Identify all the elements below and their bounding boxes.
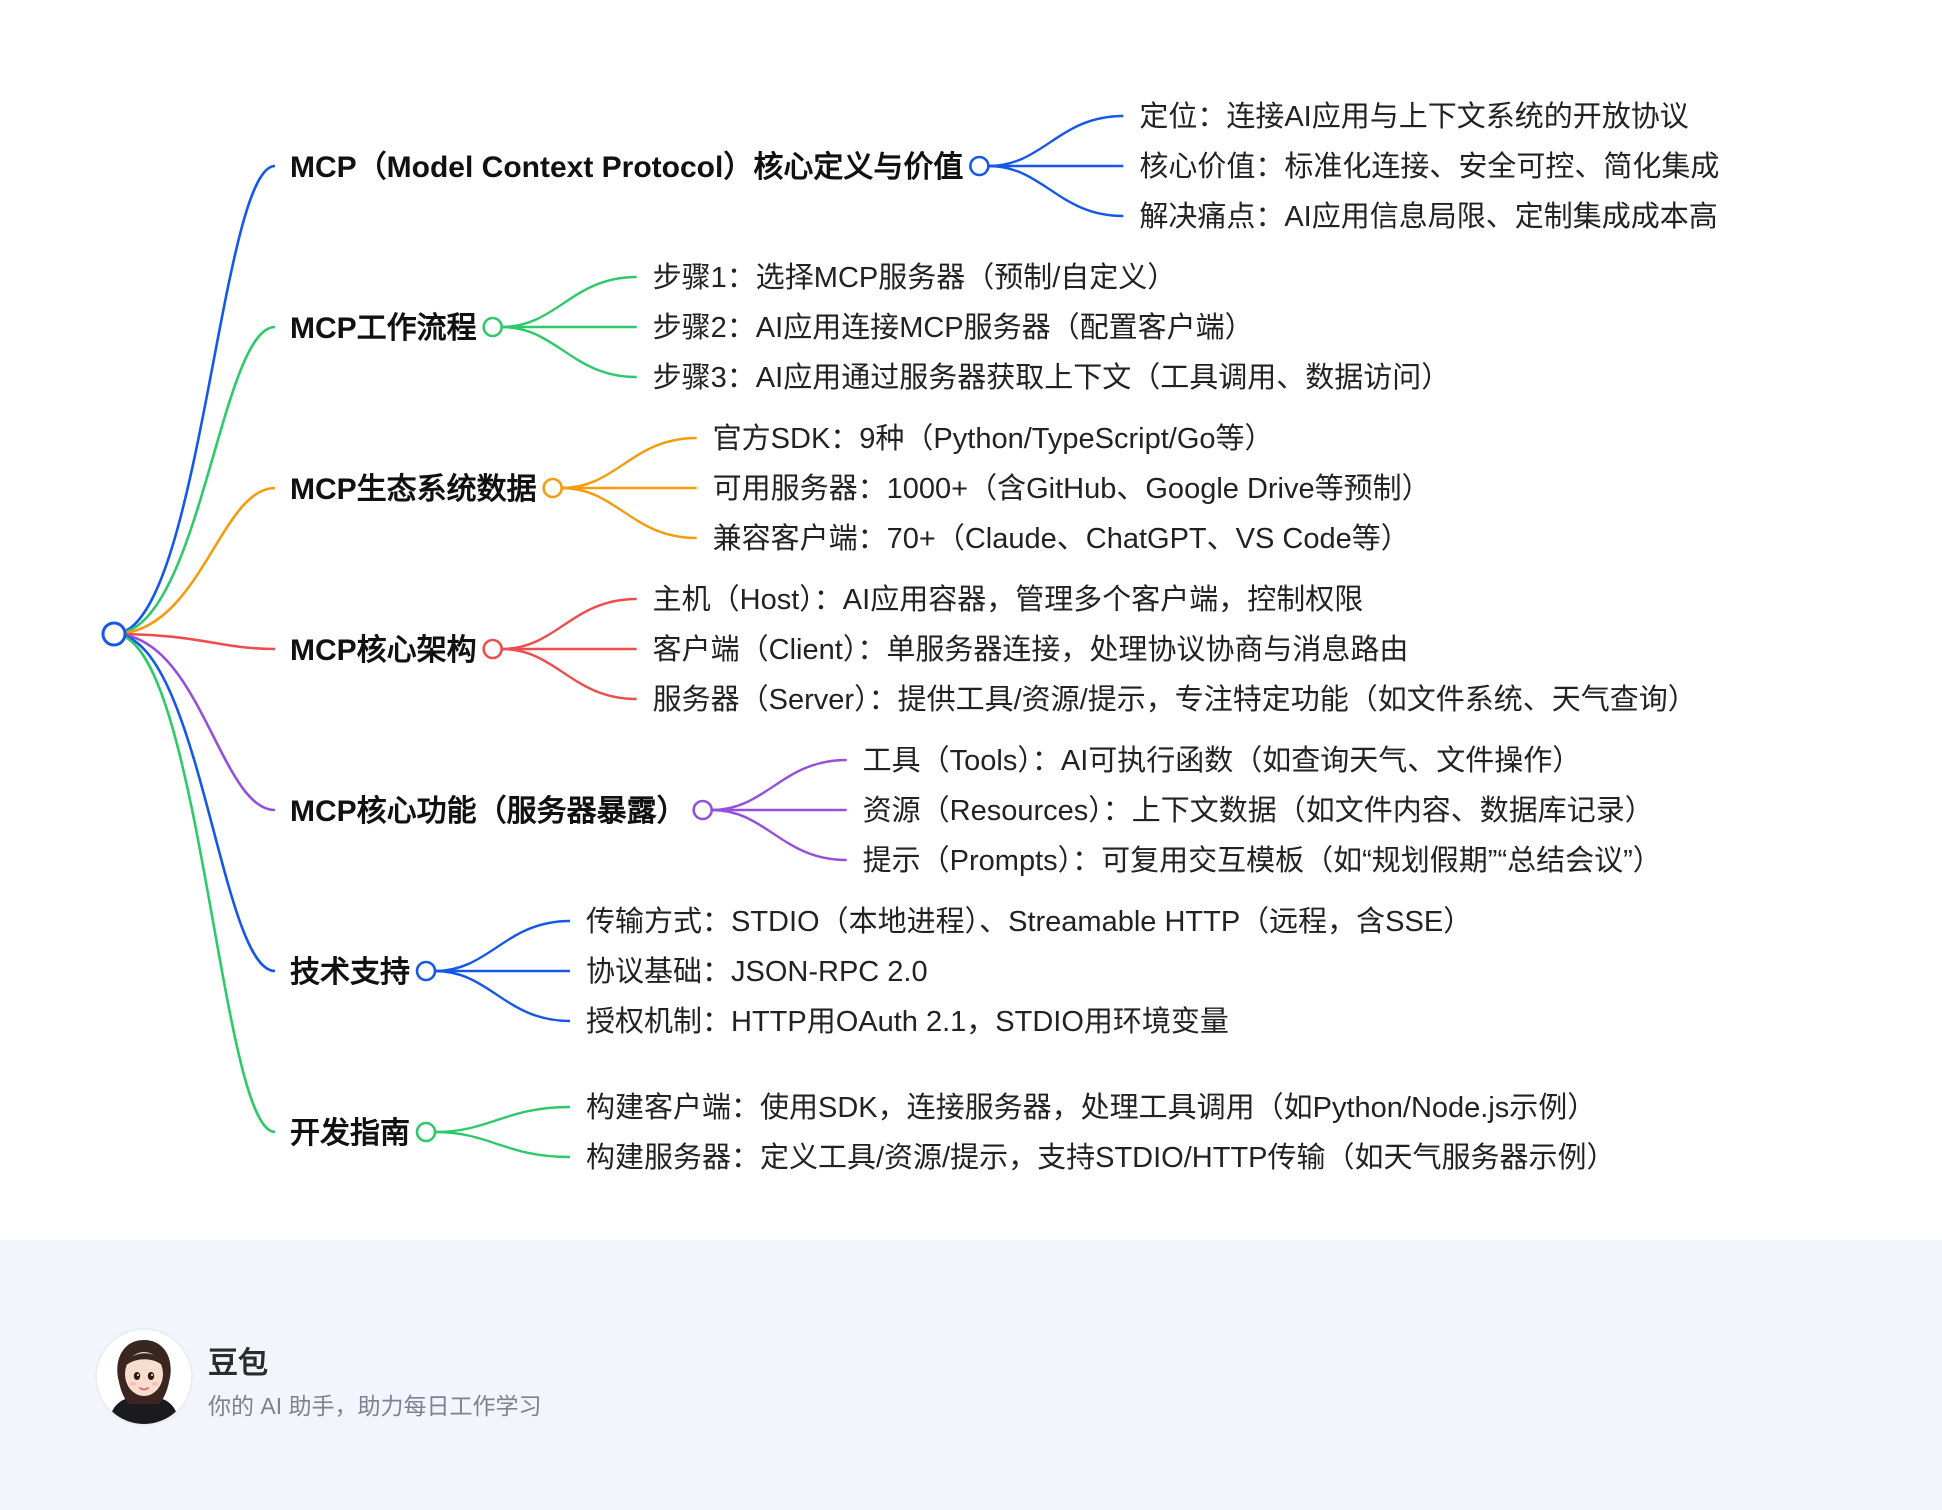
branch-edge [113, 164, 276, 636]
branch-node[interactable] [482, 316, 503, 338]
branch-edge [113, 486, 276, 636]
avatar-illustration [97, 1330, 191, 1424]
branch-node[interactable] [415, 1121, 437, 1143]
leaf-edge [988, 114, 1124, 168]
root-node[interactable] [101, 621, 127, 647]
leaf-label[interactable]: 工具（Tools）：AI可执行函数（如查询天气、文件操作） [863, 744, 1582, 777]
leaf-label[interactable]: 构建客户端：使用SDK，连接服务器，处理工具调用（如Python/Node.js… [586, 1091, 1596, 1124]
branch-node[interactable] [692, 799, 713, 821]
leaf-edge [434, 1130, 571, 1159]
leaf-edge [434, 969, 571, 1023]
leaf-label[interactable]: 核心价值：标准化连接、安全可控、简化集成 [1139, 150, 1719, 183]
brand-name: 豆包 [208, 1347, 268, 1380]
branch-edge [113, 632, 276, 812]
leaf-edge [561, 436, 697, 490]
leaf-label[interactable]: 步骤2：AI应用连接MCP服务器（配置客户端） [653, 311, 1254, 344]
avatar [97, 1330, 191, 1424]
mindmap-labels: MCP（Model Context Protocol）核心定义与价值 定位：连接A… [290, 100, 1719, 1174]
mindmap-nodes [415, 155, 990, 1143]
branch-node[interactable] [969, 155, 990, 177]
branch-label[interactable]: MCP核心功能（服务器暴露） [290, 794, 687, 828]
leaf-label[interactable]: 提示（Prompts）：可复用交互模板（如“规划假期”“总结会议”） [863, 844, 1662, 877]
leaf-edge [711, 758, 847, 812]
branch-label[interactable]: 技术支持 [290, 956, 410, 989]
branch-label[interactable]: 开发指南 [290, 1117, 410, 1150]
leaf-edge [501, 597, 637, 651]
leaf-edge [501, 325, 637, 379]
leaf-edge [711, 808, 847, 862]
leaf-edge [434, 1105, 571, 1134]
leaf-label[interactable]: 资源（Resources）：上下文数据（如文件内容、数据库记录） [863, 794, 1654, 827]
leaf-edge [501, 647, 637, 701]
brand-tagline: 你的 AI 助手，助力每日工作学习 [208, 1393, 542, 1419]
leaf-label[interactable]: 官方SDK：9种（Python/TypeScript/Go等） [713, 422, 1274, 455]
leaf-label[interactable]: 客户端（Client）：单服务器连接，处理协议协商与消息路由 [653, 633, 1409, 666]
branch-edge [113, 632, 276, 973]
leaf-label[interactable]: 服务器（Server）：提供工具/资源/提示，专注特定功能（如文件系统、天气查询… [653, 683, 1697, 716]
branch-edge [113, 325, 276, 636]
leaf-label[interactable]: 步骤3：AI应用通过服务器获取上下文（工具调用、数据访问） [653, 361, 1451, 394]
branch-label[interactable]: MCP生态系统数据 [290, 472, 537, 506]
branch-edge [113, 632, 276, 1134]
leaf-label[interactable]: 构建服务器：定义工具/资源/提示，支持STDIO/HTTP传输（如天气服务器示例… [586, 1141, 1616, 1174]
leaf-label[interactable]: 主机（Host）：AI应用容器，管理多个客户端，控制权限 [653, 583, 1364, 616]
leaf-label[interactable]: 传输方式：STDIO（本地进程）、Streamable HTTP（远程，含SSE… [586, 905, 1472, 938]
leaf-edge [501, 275, 637, 329]
leaf-label[interactable]: 可用服务器：1000+（含GitHub、Google Drive等预制） [713, 472, 1431, 505]
leaf-label[interactable]: 步骤1：选择MCP服务器（预制/自定义） [653, 261, 1177, 294]
leaf-label[interactable]: 解决痛点：AI应用信息局限、定制集成成本高 [1139, 200, 1717, 233]
footer [0, 1240, 1942, 1510]
leaf-label[interactable]: 兼容客户端：70+（Claude、ChatGPT、VS Code等） [713, 522, 1410, 555]
mindmap-edges [113, 114, 1124, 1159]
branch-node[interactable] [415, 960, 437, 982]
leaf-edge [561, 486, 697, 540]
leaf-label[interactable]: 协议基础：JSON-RPC 2.0 [586, 955, 928, 988]
mindmap: MCP（Model Context Protocol）核心定义与价值 定位：连接A… [101, 100, 1719, 1174]
branch-label[interactable]: MCP工作流程 [290, 312, 477, 345]
branch-node[interactable] [482, 638, 503, 660]
leaf-edge [988, 164, 1124, 218]
leaf-label[interactable]: 授权机制：HTTP用OAuth 2.1，STDIO用环境变量 [586, 1005, 1229, 1038]
branch-node[interactable] [542, 477, 563, 499]
branch-label[interactable]: MCP（Model Context Protocol）核心定义与价值 [290, 150, 963, 184]
leaf-edge [434, 919, 571, 973]
branch-label[interactable]: MCP核心架构 [290, 634, 477, 667]
leaf-label[interactable]: 定位：连接AI应用与上下文系统的开放协议 [1139, 100, 1688, 133]
branch-edge [113, 632, 276, 651]
